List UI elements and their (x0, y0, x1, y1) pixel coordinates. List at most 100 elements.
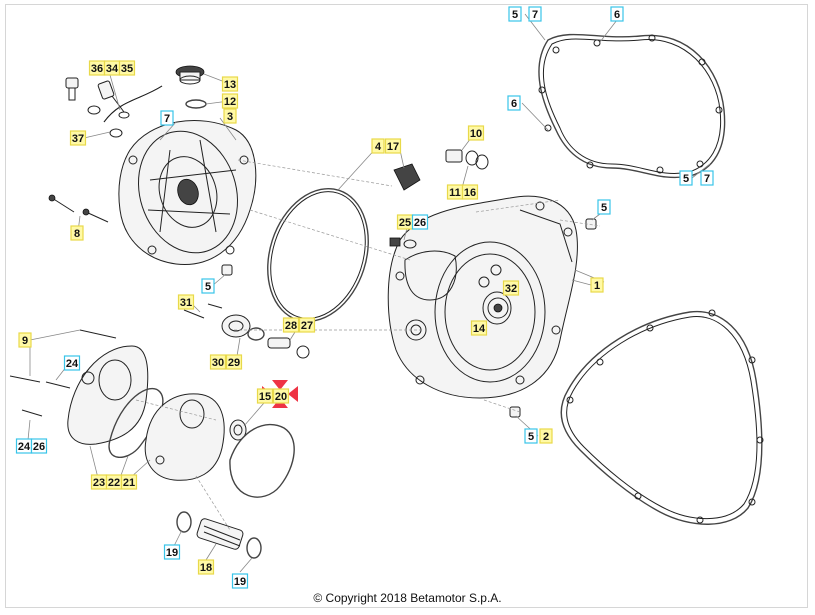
callout-c11[interactable]: 11 (446, 184, 464, 200)
callout-number: 13 (224, 79, 236, 91)
callout-c3[interactable]: 3 (223, 108, 237, 124)
callout-number: 17 (387, 141, 399, 153)
callout-c12[interactable]: 12 (221, 93, 239, 109)
hose-35[interactable] (103, 85, 163, 123)
callout-c19a[interactable]: 19 (163, 544, 181, 560)
ring-19-left[interactable] (176, 511, 192, 533)
callout-c27[interactable]: 27 (298, 317, 316, 333)
callout-c37[interactable]: 37 (69, 130, 87, 146)
callout-c30[interactable]: 30 (209, 354, 227, 370)
coupling-18[interactable] (196, 518, 244, 551)
crankcase-cover[interactable] (387, 195, 578, 399)
ring-19-right[interactable] (246, 537, 262, 559)
callout-c25[interactable]: 25 (396, 214, 414, 230)
bolts-8[interactable] (48, 194, 109, 223)
callout-c5b[interactable]: 5 (679, 170, 693, 186)
gasket-upper-right[interactable] (538, 33, 726, 179)
callout-c5c[interactable]: 5 (597, 199, 611, 215)
dowel-5-bottom[interactable] (509, 406, 521, 418)
callout-c19b[interactable]: 19 (231, 573, 249, 589)
o-ring-29[interactable] (247, 327, 265, 341)
bolts-31[interactable] (183, 303, 223, 319)
seal-15[interactable] (229, 419, 247, 441)
callout-c5d[interactable]: 5 (524, 428, 538, 444)
callout-c7c[interactable]: 7 (160, 110, 174, 126)
callout-number: 34 (106, 63, 119, 75)
callout-number: 5 (601, 202, 607, 214)
callout-c22[interactable]: 22 (105, 474, 123, 490)
callout-c5e[interactable]: 5 (201, 278, 215, 294)
callout-c35[interactable]: 35 (118, 60, 136, 76)
bolt-24[interactable] (21, 409, 43, 417)
o-ring-large[interactable] (251, 175, 384, 334)
bolts-9[interactable] (9, 329, 117, 389)
callout-number: 6 (614, 9, 620, 21)
callout-c8[interactable]: 8 (70, 225, 84, 241)
callout-box (502, 280, 520, 296)
callout-c1[interactable]: 1 (590, 277, 604, 293)
callout-box (679, 170, 693, 186)
callout-box (298, 317, 316, 333)
callout-c29[interactable]: 29 (225, 354, 243, 370)
callout-number: 22 (108, 477, 120, 489)
seal-14[interactable] (482, 291, 512, 325)
callout-c13[interactable]: 13 (221, 76, 239, 92)
oil-filler-cap-13[interactable] (175, 65, 205, 85)
callout-c17[interactable]: 17 (384, 138, 402, 154)
callout-c24b[interactable]: 24 (15, 438, 33, 454)
callout-box (700, 170, 714, 186)
callout-c28[interactable]: 28 (282, 317, 300, 333)
callout-c2[interactable]: 2 (539, 428, 553, 444)
impeller-30[interactable] (221, 314, 251, 338)
pump-housing[interactable] (144, 393, 225, 481)
callout-c7b[interactable]: 7 (700, 170, 714, 186)
washer-27[interactable] (296, 345, 310, 359)
shaft-28[interactable] (267, 337, 291, 349)
callout-number: 25 (399, 217, 411, 229)
callout-box (371, 138, 385, 154)
callout-c15[interactable]: 15 (256, 388, 274, 404)
callout-c20[interactable]: 20 (272, 388, 290, 404)
callout-number: 36 (91, 63, 103, 75)
callout-c16[interactable]: 16 (461, 184, 479, 200)
washers-37[interactable] (87, 105, 130, 138)
callout-c23[interactable]: 23 (90, 474, 108, 490)
callout-number: 28 (285, 320, 297, 332)
callout-c9[interactable]: 9 (18, 332, 32, 348)
callout-c31[interactable]: 31 (177, 294, 195, 310)
callout-c18[interactable]: 18 (197, 559, 215, 575)
gasket-20[interactable] (229, 423, 295, 498)
callout-box (282, 317, 300, 333)
callout-c7a[interactable]: 7 (528, 6, 542, 22)
plug-36[interactable] (65, 77, 79, 101)
pump-cover[interactable] (67, 345, 149, 445)
callout-c6a[interactable]: 6 (610, 6, 624, 22)
callout-c26a[interactable]: 26 (411, 214, 429, 230)
callout-c34[interactable]: 34 (103, 60, 121, 76)
callout-c10[interactable]: 10 (467, 125, 485, 141)
callout-box (610, 6, 624, 22)
callout-c4[interactable]: 4 (371, 138, 385, 154)
callout-c36[interactable]: 36 (88, 60, 106, 76)
o-ring-12[interactable] (185, 99, 207, 109)
callout-number: 24 (66, 358, 79, 370)
cap-17[interactable] (393, 163, 421, 191)
bearings-32[interactable] (478, 264, 502, 288)
callout-c6b[interactable]: 6 (507, 95, 521, 111)
callout-c24a[interactable]: 24 (63, 355, 81, 371)
callout-c5a[interactable]: 5 (508, 6, 522, 22)
dowel-5-left[interactable] (221, 264, 233, 276)
callout-box (470, 320, 488, 336)
callout-box (507, 95, 521, 111)
callout-box (411, 214, 429, 230)
shaft-10[interactable] (445, 149, 489, 170)
callout-c14[interactable]: 14 (470, 320, 488, 336)
outer-cover[interactable] (118, 118, 257, 266)
callout-c21[interactable]: 21 (120, 474, 138, 490)
gasket-lower-right[interactable] (560, 309, 764, 525)
bolt-25[interactable] (389, 237, 417, 249)
callout-number: 29 (228, 357, 240, 369)
callout-box (384, 138, 402, 154)
callout-c26b[interactable]: 26 (30, 438, 48, 454)
callout-c32[interactable]: 32 (502, 280, 520, 296)
